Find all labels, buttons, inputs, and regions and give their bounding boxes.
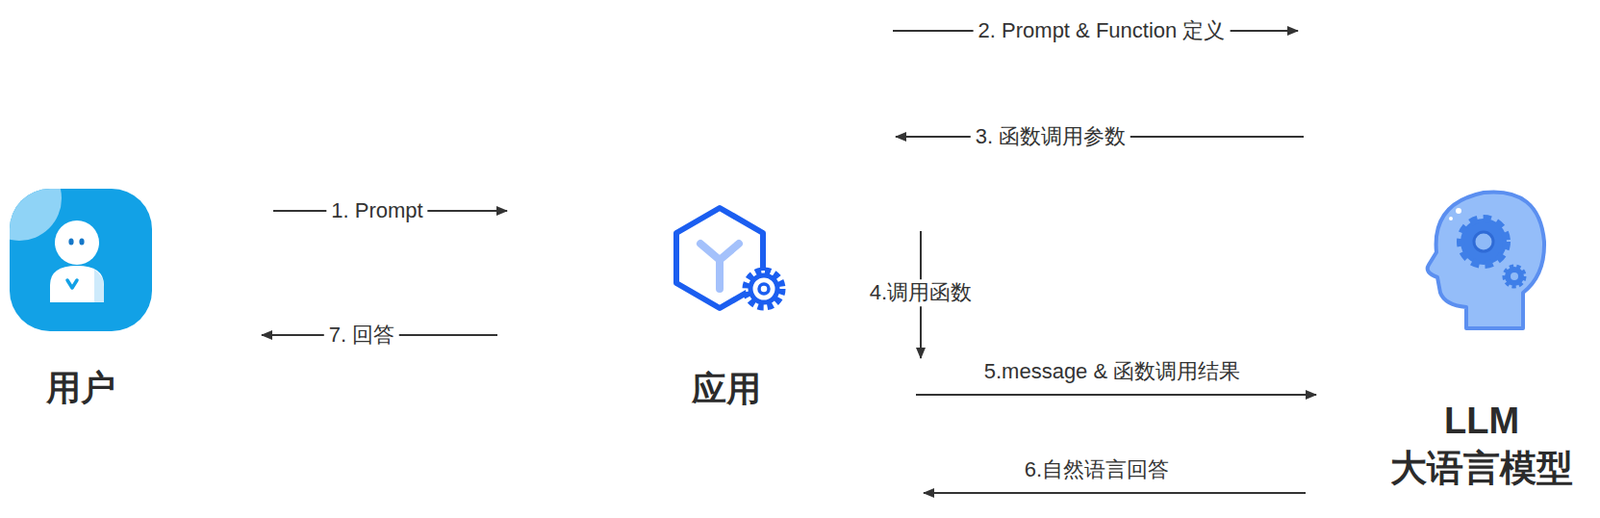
actor-node: LLM 大语言模型 bbox=[1385, 183, 1578, 493]
step-label: 6.自然语言回答 bbox=[1019, 456, 1174, 483]
app-icon bbox=[663, 200, 789, 321]
node-label: 应用 bbox=[663, 366, 789, 412]
step-label: 1. Prompt bbox=[326, 197, 428, 225]
node-label: LLM 大语言模型 bbox=[1385, 397, 1578, 493]
step-label: 3. 函数调用参数 bbox=[970, 123, 1131, 151]
node-label: 用户 bbox=[0, 365, 162, 411]
step-label: 5.message & 函数调用结果 bbox=[979, 357, 1246, 385]
actor-node: 应用 bbox=[663, 200, 789, 412]
step-label: 2. Prompt & Function 定义 bbox=[973, 17, 1231, 45]
actor-node: 用户 bbox=[0, 188, 162, 411]
flow-arrow bbox=[915, 393, 1317, 396]
brain-head-icon bbox=[1414, 183, 1550, 334]
flow-arrow bbox=[923, 491, 1306, 494]
step-label: 4.调用函数 bbox=[864, 279, 977, 306]
user-icon bbox=[9, 188, 153, 331]
step-label: 7. 回答 bbox=[324, 321, 400, 349]
